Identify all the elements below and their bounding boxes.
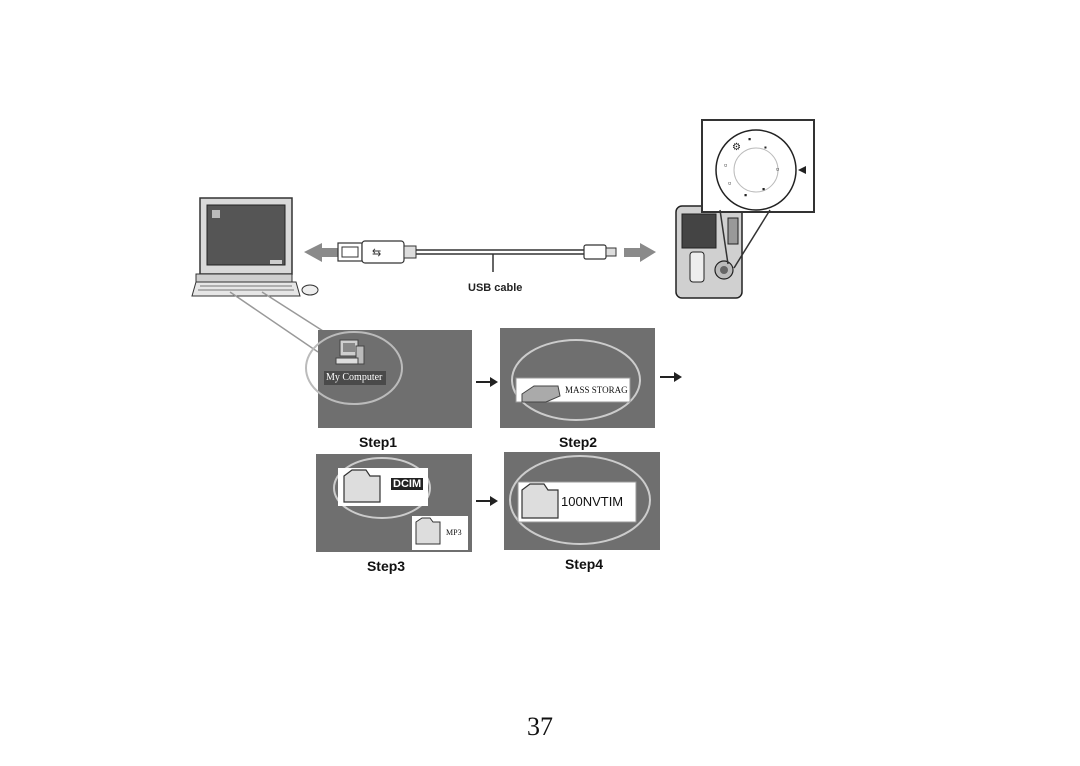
nvtim-folder-label: 100NVTIM	[561, 494, 624, 509]
page-number: 37	[527, 712, 553, 741]
svg-text:▪: ▪	[762, 184, 765, 194]
svg-text:⇆: ⇆	[372, 247, 381, 259]
mp3-folder-label: MP3	[446, 528, 462, 537]
arrow-step2-next	[660, 372, 682, 382]
svg-text:⚙: ⚙	[732, 142, 741, 153]
arrow-step3-step4	[476, 496, 498, 506]
step1-panel	[305, 330, 472, 428]
step3-panel	[316, 454, 472, 552]
usb-cable: ⇆	[304, 240, 656, 272]
step4-label: Step4	[564, 556, 604, 572]
svg-text:▫: ▫	[776, 164, 779, 174]
mode-dial-callout: ⚙ ▪ ▪ ▫ ▪ ▪ ▫ ▫	[701, 119, 815, 269]
step3-label: Step3	[366, 558, 406, 574]
step4-panel	[504, 452, 660, 550]
step2-label: Step2	[558, 434, 598, 450]
svg-text:▪: ▪	[744, 190, 747, 200]
svg-text:▫: ▫	[724, 160, 727, 170]
usb-cable-label: USB cable	[468, 282, 523, 294]
dcim-folder-label: DCIM	[391, 478, 424, 490]
svg-text:▫: ▫	[728, 178, 731, 188]
my-computer-label: My Computer	[326, 372, 383, 383]
camera-illustration	[675, 205, 743, 299]
step1-label: Step1	[358, 434, 398, 450]
svg-text:▪: ▪	[764, 143, 767, 152]
step2-panel	[500, 328, 655, 428]
computer-illustration	[191, 197, 319, 297]
mass-storage-label: MASS STORAG	[565, 385, 628, 395]
svg-text:▪: ▪	[748, 134, 751, 144]
arrow-step1-step2	[476, 377, 498, 387]
